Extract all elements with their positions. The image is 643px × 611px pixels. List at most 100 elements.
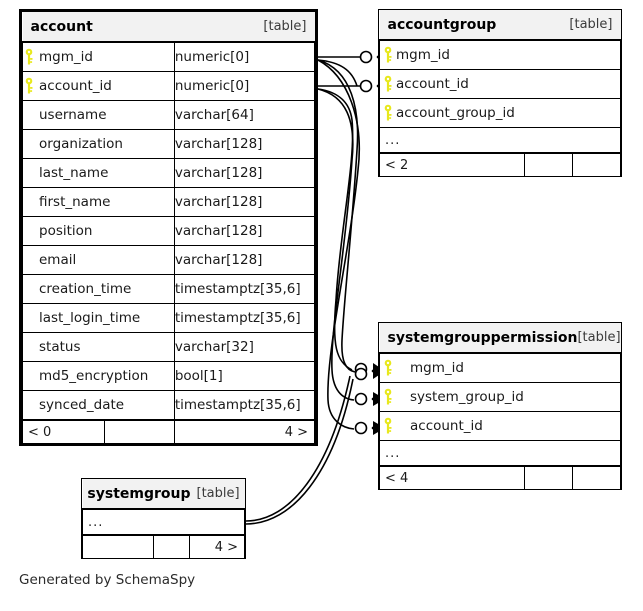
footer-middle xyxy=(523,466,573,489)
ellipsis-label: ... xyxy=(82,508,245,535)
table-tag-account: [table] xyxy=(174,12,315,43)
table-footer-systemgroup: 4 > xyxy=(81,535,246,558)
table-row[interactable]: synced_date timestamptz[35,6] xyxy=(22,390,316,420)
table-header-account: account [table] xyxy=(22,12,315,43)
footer-left[interactable]: < 2 xyxy=(379,153,525,176)
table-systemgroup[interactable]: systemgroup [table] ... 4 > xyxy=(81,478,246,559)
table-tag-systemgroup: [table] xyxy=(196,486,240,501)
table-row[interactable]: organization varchar[128] xyxy=(22,129,316,159)
column-name: organization xyxy=(39,136,123,152)
column-name: status xyxy=(39,339,81,355)
ellipsis-label: ... xyxy=(379,440,621,466)
generated-by-caption: Generated by SchemaSpy xyxy=(19,572,196,588)
footer-middle xyxy=(103,420,175,443)
column-name: synced_date xyxy=(39,397,125,413)
zero-marker xyxy=(354,367,368,381)
key-icon xyxy=(381,388,397,406)
footer-left xyxy=(81,535,155,558)
table-footer-accountgroup: < 2 xyxy=(379,153,622,176)
column-name: email xyxy=(39,252,77,268)
ellipsis-label: ... xyxy=(379,127,621,153)
table-row[interactable]: mgm_id numeric[0] xyxy=(22,41,316,72)
table-title-systemgrouppermission: systemgrouppermission xyxy=(387,329,578,346)
column-name: creation_time xyxy=(39,281,132,297)
column-name: position xyxy=(39,223,93,239)
zero-marker xyxy=(359,50,373,64)
footer-left[interactable]: < 4 xyxy=(379,466,525,489)
table-more-columns-row[interactable]: ... xyxy=(379,440,621,466)
footer-middle xyxy=(153,535,190,558)
table-row[interactable]: last_name varchar[128] xyxy=(22,158,316,188)
table-row[interactable]: username varchar[64] xyxy=(22,100,316,130)
footer-right[interactable]: 4 > xyxy=(188,535,246,558)
key-icon xyxy=(23,48,39,66)
key-icon xyxy=(381,104,397,122)
table-row[interactable]: account_id xyxy=(379,69,621,99)
table-more-columns-row[interactable]: ... xyxy=(82,508,245,535)
zero-marker xyxy=(359,79,373,93)
table-row[interactable]: position varchar[128] xyxy=(22,216,316,246)
table-row[interactable]: system_group_id xyxy=(379,382,621,412)
column-type: varchar[128] xyxy=(173,187,316,217)
column-name: first_name xyxy=(39,194,111,210)
table-row[interactable]: first_name varchar[128] xyxy=(22,187,316,217)
table-row[interactable]: mgm_id xyxy=(379,39,621,70)
column-name: md5_encryption xyxy=(39,368,149,384)
column-name: username xyxy=(39,107,107,123)
table-row[interactable]: account_id xyxy=(379,411,621,441)
table-row[interactable]: md5_encryption bool[1] xyxy=(22,361,316,391)
footer-middle xyxy=(523,153,573,176)
footer-right xyxy=(571,153,622,176)
column-type: timestamptz[35,6] xyxy=(173,303,316,333)
key-icon xyxy=(381,359,397,377)
table-footer-systemgrouppermission: < 4 xyxy=(379,466,622,489)
column-type: varchar[128] xyxy=(173,129,316,159)
key-icon xyxy=(381,75,397,93)
table-row[interactable]: account_group_id xyxy=(379,98,621,128)
column-name: mgm_id xyxy=(39,49,93,65)
table-account[interactable]: account [table] mgm_id numeric[0] accoun… xyxy=(19,9,318,446)
column-type: varchar[128] xyxy=(173,158,316,188)
zero-marker xyxy=(354,421,368,435)
table-accountgroup[interactable]: accountgroup [table] mgm_id account_id a… xyxy=(378,9,622,177)
key-icon xyxy=(381,417,397,435)
footer-left[interactable]: < 0 xyxy=(22,420,105,443)
column-type: varchar[32] xyxy=(173,332,316,362)
edge-account-mgmid-sgp xyxy=(317,59,359,373)
table-tag-accountgroup: [table] xyxy=(569,17,613,32)
key-icon xyxy=(381,46,397,64)
column-type: varchar[64] xyxy=(173,100,316,130)
column-name: last_login_time xyxy=(39,310,141,326)
table-title-accountgroup: accountgroup xyxy=(387,16,497,33)
table-row[interactable]: last_login_time timestamptz[35,6] xyxy=(22,303,316,333)
zero-marker xyxy=(354,392,368,406)
footer-right xyxy=(571,466,622,489)
table-tag-systemgrouppermission: [table] xyxy=(577,330,621,345)
table-title-systemgroup: systemgroup xyxy=(87,485,191,502)
zero-marker xyxy=(354,362,368,376)
column-type: varchar[128] xyxy=(173,245,316,275)
column-type: numeric[0] xyxy=(173,41,316,72)
table-row[interactable]: email varchar[128] xyxy=(22,245,316,275)
column-type: varchar[128] xyxy=(173,216,316,246)
column-name: account_group_id xyxy=(396,105,515,121)
edge-account-accountid-sgp-a xyxy=(317,88,354,371)
column-name: account_id xyxy=(39,78,112,94)
table-row[interactable]: creation_time timestamptz[35,6] xyxy=(22,274,316,304)
column-type: bool[1] xyxy=(173,361,316,391)
table-row[interactable]: status varchar[32] xyxy=(22,332,316,362)
table-header-accountgroup: accountgroup [table] xyxy=(379,10,621,41)
table-header-systemgroup: systemgroup [table] xyxy=(82,479,245,510)
table-systemgrouppermission[interactable]: systemgrouppermission [table] mgm_id sys… xyxy=(378,322,622,490)
table-row[interactable]: mgm_id xyxy=(379,352,621,383)
column-name: account_id xyxy=(410,418,483,434)
column-name: mgm_id xyxy=(396,47,450,63)
footer-right[interactable]: 4 > xyxy=(173,420,316,443)
column-name: account_id xyxy=(396,76,469,92)
edge-account-mgmid-sgp-accountid xyxy=(317,59,361,430)
table-row[interactable]: account_id numeric[0] xyxy=(22,71,316,101)
table-more-columns-row[interactable]: ... xyxy=(379,127,621,153)
column-name: mgm_id xyxy=(410,360,464,376)
column-name: system_group_id xyxy=(410,389,524,405)
